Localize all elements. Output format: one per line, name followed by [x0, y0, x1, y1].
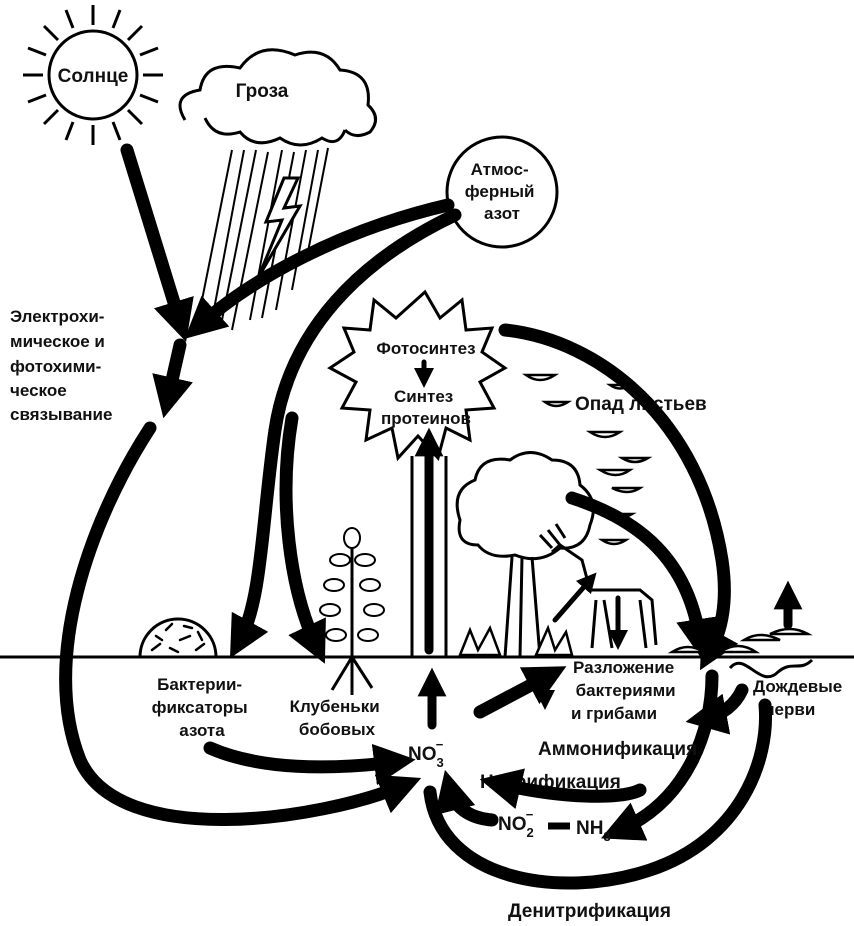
ammonia-label: NH3 [576, 818, 611, 844]
ground-debris-icon [460, 628, 808, 655]
nitrate-label: NO3− [408, 737, 444, 770]
photosynthesis-label: Фотосинтез [376, 339, 475, 358]
deer-icon [540, 524, 656, 648]
storm-label: Гроза [236, 81, 289, 102]
sun-label: Солнце [58, 66, 129, 87]
bacteria-to-nitrate-arrow [210, 748, 395, 767]
nitrite-to-nitrate-arrow [450, 790, 492, 820]
legume-nodules-label: Клубеньки бобовых [290, 697, 385, 739]
fixing-bacteria-label: Бактерии- фиксаторы азота [152, 675, 253, 740]
electro-fixation-label: Электрохи- мическое и фотохими- ческое с… [10, 307, 112, 424]
ammonification-label: Аммонификация [538, 739, 697, 760]
leaf-to-deer-arrow [555, 580, 590, 620]
legume-plant-icon [320, 528, 384, 695]
sun-to-fixation-arrow [127, 150, 180, 322]
nitrogen-fixing-bacteria-icon [140, 619, 216, 657]
atmosphere-to-nodules-arrow [286, 418, 316, 645]
fixation-down-arrow [168, 345, 180, 398]
debris-to-decomposition-arrow [480, 676, 548, 712]
denitrification-label: Денитрификация [508, 901, 671, 922]
nitrite-label: NO2− [498, 807, 534, 840]
earthworm-icon [730, 660, 812, 677]
decomposition-label: Разложение бактериями и грибами [571, 658, 680, 723]
